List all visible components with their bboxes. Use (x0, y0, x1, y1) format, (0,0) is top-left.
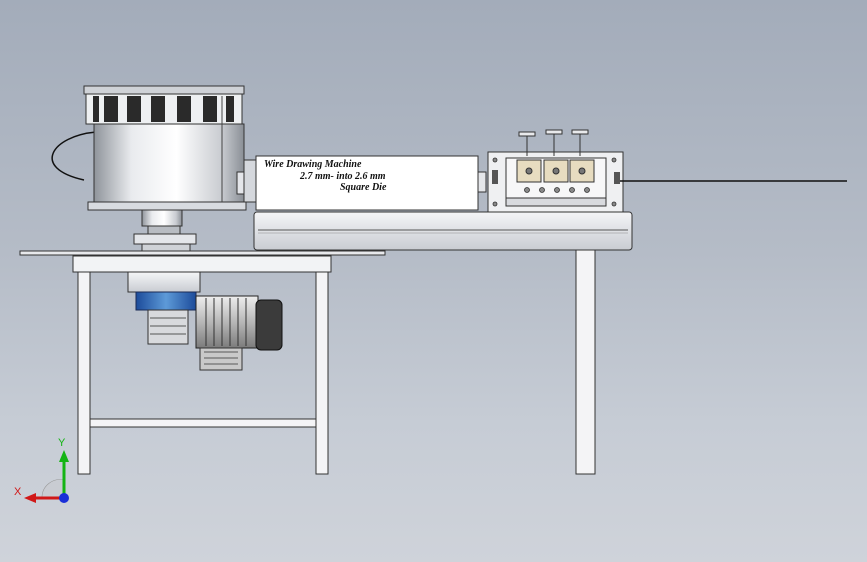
bench-top (253, 211, 633, 251)
drum-slots (93, 96, 234, 122)
wire-coil-loop (51, 131, 97, 181)
machine-die-line: Square Die (340, 182, 387, 193)
motor-body (195, 295, 259, 349)
table-crossbar (89, 418, 317, 428)
bench-leg (575, 249, 596, 475)
triad-x-label: X (14, 486, 22, 498)
capstan-drum (51, 85, 257, 252)
left-table (19, 250, 386, 475)
die-box (487, 129, 624, 213)
machine-spec-line: 2.7 mm- into 2.6 mm (300, 171, 386, 182)
table-top-plate (19, 250, 386, 256)
drum-spindle (141, 209, 183, 227)
right-bench (253, 211, 633, 475)
die-blocks (516, 159, 595, 183)
triad-axes (24, 450, 69, 503)
roller-bolts (492, 157, 617, 207)
machine-title: Wire Drawing Machine (264, 159, 362, 170)
drum-shaft-stub (243, 159, 257, 203)
drive-motor (127, 271, 283, 371)
table-leg-right (315, 271, 329, 475)
triad-y-label: Y (58, 437, 66, 449)
gearbox-housing (135, 291, 197, 311)
orientation-triad[interactable]: Y X (14, 437, 74, 508)
label-panel-box (255, 155, 487, 211)
table-leg-left (77, 271, 91, 475)
adjust-screws (518, 129, 589, 156)
motor-fan-cover (255, 299, 283, 351)
table-frame-rail (72, 255, 332, 273)
